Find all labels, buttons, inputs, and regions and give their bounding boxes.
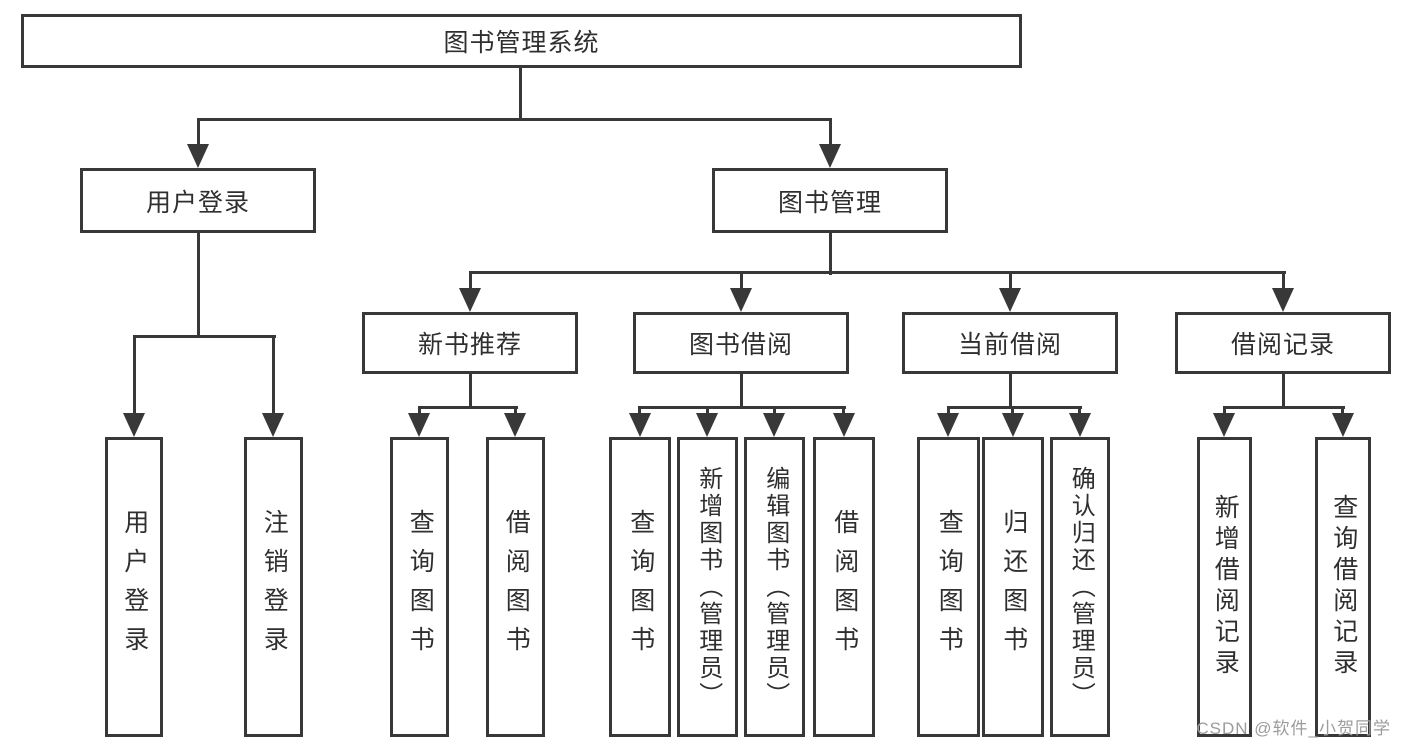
- connector-vline: [1078, 406, 1081, 417]
- connector-vline: [469, 271, 472, 291]
- leaf-add-borrow-record: 新增借阅记录: [1197, 437, 1252, 737]
- node-current-borrow: 当前借阅: [902, 312, 1118, 374]
- arrow-down-icon: [1272, 288, 1294, 312]
- arrow-down-icon: [763, 413, 785, 437]
- connector-vline: [740, 374, 743, 409]
- connector-hline: [947, 406, 1082, 409]
- leaf-add-books-admin: 新增图书（管理员）: [677, 437, 738, 737]
- connector-vline: [947, 406, 950, 417]
- arrow-down-icon: [833, 413, 855, 437]
- arrow-down-icon: [999, 288, 1021, 312]
- leaf-edit-books-admin: 编辑图书（管理员）: [744, 437, 805, 737]
- connector-vline: [829, 120, 832, 148]
- connector-hline: [638, 406, 846, 409]
- arrow-down-icon: [1002, 413, 1024, 437]
- node-book-management: 图书管理: [712, 168, 948, 233]
- connector-vline: [197, 120, 200, 148]
- connector-vline: [514, 406, 517, 417]
- leaf-user-login: 用户登录: [105, 437, 163, 737]
- connector-vline: [638, 406, 641, 417]
- connector-vline: [519, 68, 522, 120]
- connector-vline: [272, 335, 275, 415]
- connector-vline: [740, 271, 743, 291]
- arrow-down-icon: [1213, 413, 1235, 437]
- arrow-down-icon: [629, 413, 651, 437]
- leaf-confirm-return-admin: 确认归还（管理员）: [1050, 437, 1110, 737]
- leaf-borrow-books-recommend: 借阅图书: [486, 437, 545, 737]
- connector-vline: [706, 406, 709, 417]
- connector-vline: [829, 233, 832, 275]
- leaf-borrow-books: 借阅图书: [813, 437, 875, 737]
- leaf-query-borrow-record: 查询借阅记录: [1315, 437, 1371, 737]
- connector-vline: [1223, 406, 1226, 417]
- connector-hline: [197, 118, 832, 121]
- leaf-logout: 注销登录: [244, 437, 303, 737]
- watermark: CSDN @软件_小贺同学: [1196, 719, 1391, 738]
- connector-vline: [1341, 406, 1344, 417]
- node-borrow-records: 借阅记录: [1175, 312, 1391, 374]
- connector-vline: [1009, 374, 1012, 409]
- arrow-down-icon: [730, 288, 752, 312]
- leaf-query-books-current: 查询图书: [917, 437, 980, 737]
- arrow-down-icon: [1069, 413, 1091, 437]
- leaf-query-books-recommend: 查询图书: [390, 437, 449, 737]
- node-root-library-system: 图书管理系统: [21, 14, 1022, 68]
- connector-vline: [1282, 374, 1285, 409]
- connector-vline: [1011, 406, 1014, 417]
- arrow-down-icon: [459, 288, 481, 312]
- connector-vline: [773, 406, 776, 417]
- node-new-book-recommend: 新书推荐: [362, 312, 578, 374]
- arrow-down-icon: [262, 413, 284, 437]
- arrow-down-icon: [504, 413, 526, 437]
- connector-vline: [1009, 271, 1012, 291]
- arrow-down-icon: [408, 413, 430, 437]
- connector-hline: [469, 271, 1286, 274]
- connector-hline: [1223, 406, 1345, 409]
- connector-hline: [418, 406, 518, 409]
- connector-vline: [842, 406, 845, 417]
- leaf-query-books-borrow: 查询图书: [609, 437, 671, 737]
- arrow-down-icon: [123, 413, 145, 437]
- connector-vline: [133, 335, 136, 415]
- connector-vline: [418, 406, 421, 417]
- connector-vline: [197, 233, 200, 338]
- arrow-down-icon: [819, 144, 841, 168]
- node-book-borrow: 图书借阅: [633, 312, 849, 374]
- connector-vline: [469, 374, 472, 409]
- arrow-down-icon: [696, 413, 718, 437]
- leaf-return-books: 归还图书: [982, 437, 1044, 737]
- node-user-login: 用户登录: [80, 168, 316, 233]
- arrow-down-icon: [1332, 413, 1354, 437]
- arrow-down-icon: [937, 413, 959, 437]
- arrow-down-icon: [187, 144, 209, 168]
- connector-hline: [133, 335, 276, 338]
- connector-vline: [1282, 271, 1285, 291]
